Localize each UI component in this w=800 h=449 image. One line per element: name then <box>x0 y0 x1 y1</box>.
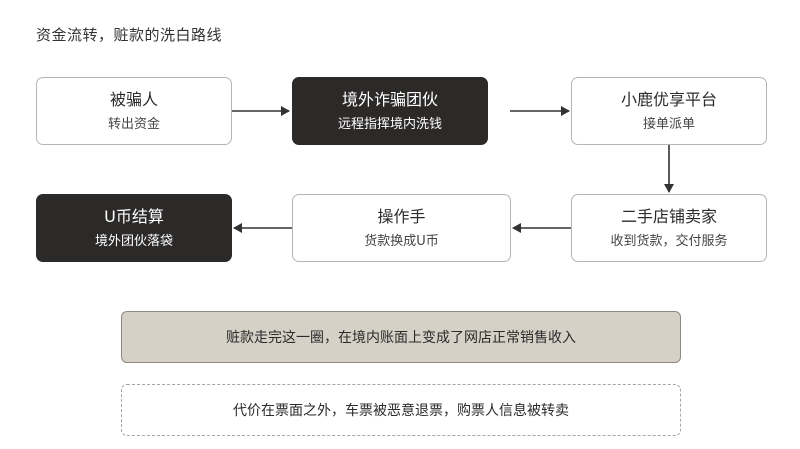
node-operator-desc: 货款换成U币 <box>364 233 439 249</box>
summary-note: 赃款走完这一圈，在境内账面上变成了网店正常销售收入 <box>121 311 681 363</box>
node-platform-desc: 接单派单 <box>642 116 695 132</box>
node-ucoin-title: U币结算 <box>104 206 164 226</box>
node-seller-title: 二手店铺卖家 <box>620 206 717 226</box>
node-ucoin: U币结算 境外团伙落袋 <box>36 194 232 262</box>
node-seller: 二手店铺卖家 收到货款，交付服务 <box>571 194 767 262</box>
node-operator-title: 操作手 <box>377 206 426 226</box>
diagram-title: 资金流转，赃款的洗白路线 <box>36 26 223 44</box>
cost-note: 代价在票面之外，车票被恶意退票，购票人信息被转卖 <box>121 384 681 436</box>
node-ucoin-desc: 境外团伙落袋 <box>94 233 173 249</box>
node-victim: 被骗人 转出资金 <box>36 77 232 145</box>
node-victim-desc: 转出资金 <box>107 116 160 132</box>
node-fraud-group: 境外诈骗团伙 远程指挥境内洗钱 <box>292 77 488 145</box>
node-victim-title: 被骗人 <box>109 89 158 109</box>
node-fraud-group-desc: 远程指挥境内洗钱 <box>337 116 442 132</box>
node-operator: 操作手 货款换成U币 <box>292 194 511 262</box>
node-seller-desc: 收到货款，交付服务 <box>610 233 728 249</box>
node-platform: 小鹿优享平台 接单派单 <box>571 77 767 145</box>
node-platform-title: 小鹿优享平台 <box>620 89 717 109</box>
node-fraud-group-title: 境外诈骗团伙 <box>341 89 438 109</box>
